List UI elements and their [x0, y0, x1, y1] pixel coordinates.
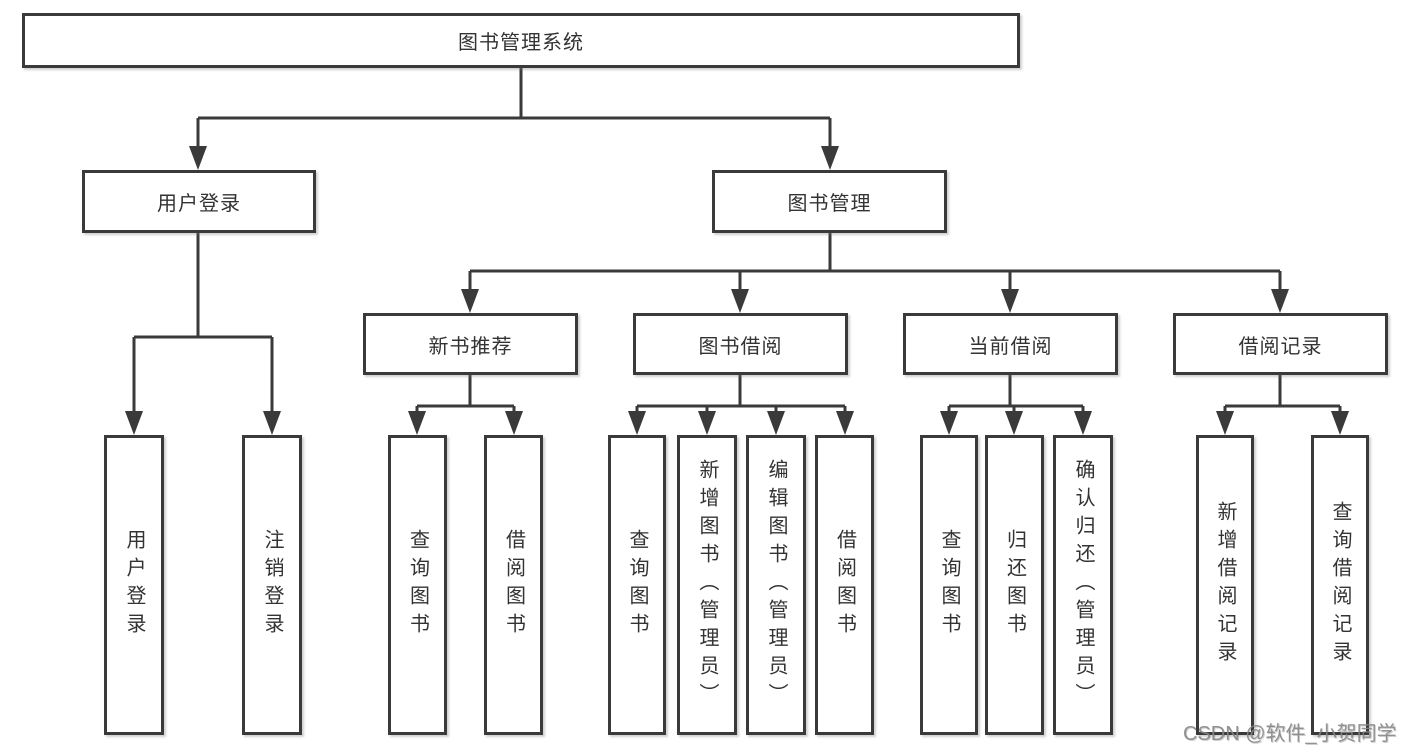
leaf-query-book-borrow: 查询图书: [608, 435, 666, 735]
leaf-add-borrow-record: 新增借阅记录: [1196, 435, 1254, 735]
node-label: 确认归还（管理员）: [1072, 459, 1094, 711]
leaf-query-book-current: 查询图书: [920, 435, 978, 735]
node-label: 查询图书: [938, 529, 960, 641]
node-label: 查询借阅记录: [1329, 501, 1351, 669]
node-label: 图书管理系统: [458, 32, 584, 54]
node-label: 归还图书: [1003, 529, 1026, 641]
node-book-management: 图书管理: [712, 170, 947, 233]
leaf-borrow-book: 借阅图书: [815, 435, 874, 735]
node-label: 新增图书（管理员）: [696, 459, 718, 711]
leaf-add-book-admin: 新增图书（管理员）: [677, 435, 737, 735]
leaf-query-borrow-record: 查询借阅记录: [1311, 435, 1369, 735]
node-label: 用户登录: [157, 193, 241, 215]
node-borrow-records: 借阅记录: [1173, 313, 1388, 375]
node-root: 图书管理系统: [22, 13, 1020, 68]
csdn-watermark: CSDN @软件_小贺同学: [1183, 723, 1397, 745]
node-label: 借阅记录: [1238, 335, 1323, 358]
node-label: 图书管理: [787, 193, 872, 215]
node-new-book-recommend: 新书推荐: [363, 313, 578, 375]
leaf-edit-book-admin: 编辑图书（管理员）: [746, 435, 806, 735]
leaf-logout: 注销登录: [242, 435, 302, 735]
node-label: 新书推荐: [428, 335, 513, 358]
node-label: 图书借阅: [698, 335, 783, 358]
node-book-borrow: 图书借阅: [633, 313, 848, 375]
node-label: 查询图书: [406, 529, 429, 641]
node-label: 查询图书: [626, 529, 648, 641]
leaf-return-book: 归还图书: [985, 435, 1044, 735]
node-current-borrow: 当前借阅: [903, 313, 1118, 375]
node-label: 注销登录: [261, 529, 283, 641]
node-label: 新增借阅记录: [1214, 501, 1236, 669]
node-user-login: 用户登录: [82, 170, 316, 233]
node-label: 用户登录: [123, 529, 145, 641]
leaf-query-book-recommend: 查询图书: [388, 435, 447, 735]
leaf-confirm-return-admin: 确认归还（管理员）: [1053, 435, 1113, 735]
leaf-borrow-book-recommend: 借阅图书: [484, 435, 543, 735]
node-label: 当前借阅: [968, 335, 1053, 358]
leaf-user-login: 用户登录: [104, 435, 164, 735]
node-label: 借阅图书: [502, 529, 525, 641]
node-label: 编辑图书（管理员）: [765, 459, 787, 711]
node-label: 借阅图书: [833, 529, 856, 641]
